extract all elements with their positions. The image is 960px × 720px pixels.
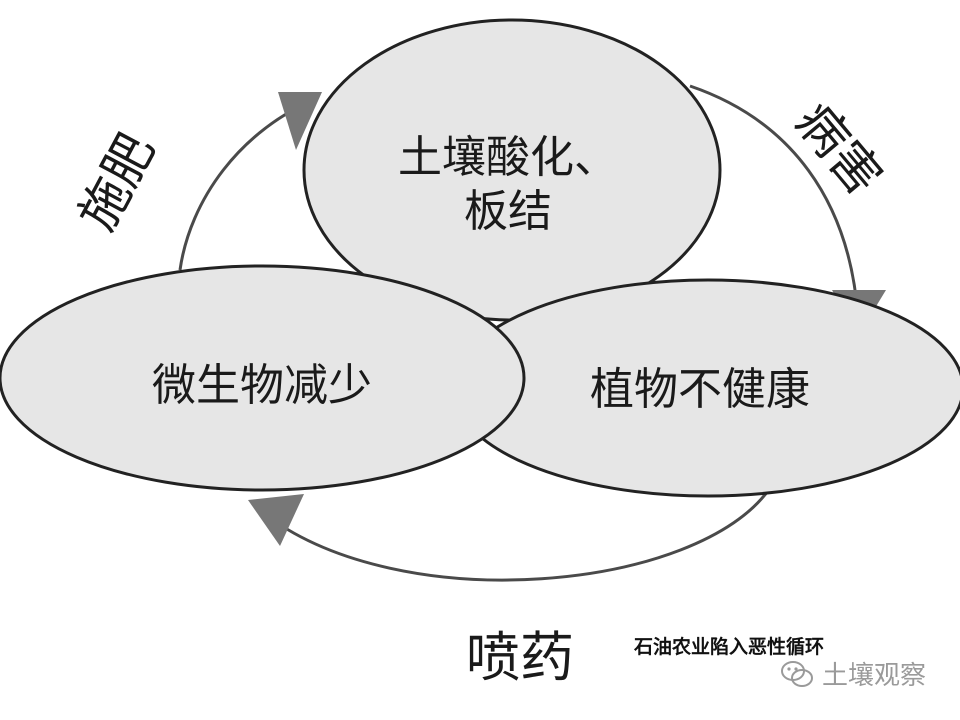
node-label-plant: 植物不健康: [590, 364, 810, 415]
edge-label-spray: 喷药: [466, 626, 574, 689]
node-label-microbe: 微生物减少: [152, 360, 372, 411]
cycle-arc-spray: [261, 487, 772, 582]
node-ellipse-microbe: [0, 264, 526, 492]
node-label-soil-line2: 板结: [464, 186, 552, 237]
node-label-soil-line1: 土壤酸化、: [398, 132, 618, 183]
edge-label-fertilize: 施肥: [68, 124, 166, 240]
watermark-account: 土壤观察: [821, 661, 926, 691]
arrowhead-spray: [248, 494, 304, 546]
edge-label-disease: 病害: [785, 92, 894, 206]
wechat-icon: [780, 657, 814, 691]
arrowhead-fertilize: [278, 92, 322, 150]
cycle-arc-disease: [689, 84, 860, 319]
watermark: 土壤观察: [780, 655, 926, 692]
diagram-caption: 石油农业陷入恶性循环: [634, 636, 825, 658]
